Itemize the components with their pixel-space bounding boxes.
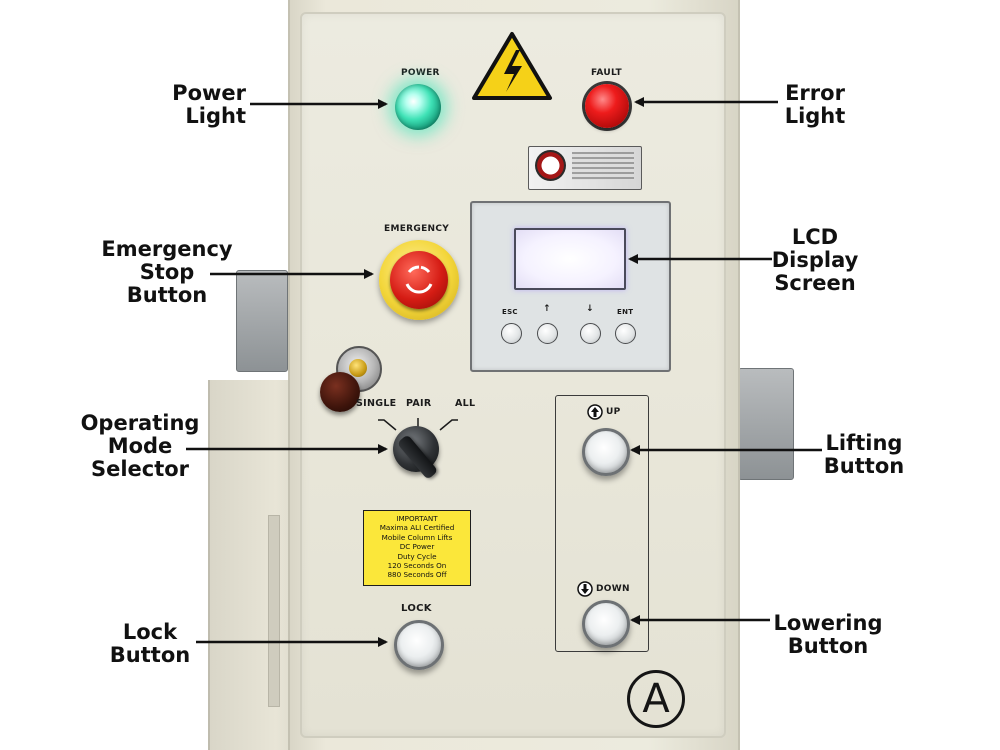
control-panel-door bbox=[300, 12, 726, 738]
label-power-light: Power Light bbox=[172, 81, 246, 128]
lcd-key-label-esc: ESC bbox=[502, 308, 518, 316]
mode-option-all: ALL bbox=[455, 398, 476, 409]
lcd-down-key[interactable] bbox=[580, 323, 601, 344]
lift-control-frame bbox=[555, 395, 649, 652]
lcd-enter-key[interactable] bbox=[615, 323, 636, 344]
lock-label: LOCK bbox=[401, 603, 432, 614]
duty-cycle-placard: IMPORTANT Maxima ALI Certified Mobile Co… bbox=[363, 510, 471, 586]
corner-mark: A bbox=[627, 670, 685, 728]
electrical-hazard-icon bbox=[472, 32, 552, 100]
up-arrow-icon bbox=[587, 404, 603, 420]
right-mount-bracket bbox=[738, 368, 794, 480]
lcd-up-key[interactable] bbox=[537, 323, 558, 344]
mode-option-pair: PAIR bbox=[406, 398, 432, 409]
lock-button[interactable] bbox=[394, 620, 444, 670]
fault-light-label: FAULT bbox=[591, 68, 622, 78]
left-mount-bracket bbox=[236, 270, 288, 372]
down-arrow-icon bbox=[577, 581, 593, 597]
certification-fine-print bbox=[572, 152, 634, 180]
label-error-light: Error Light bbox=[784, 81, 846, 128]
label-emergency-stop: Emergency Stop Button bbox=[101, 237, 233, 307]
lcd-key-label-down: ↓ bbox=[586, 304, 594, 314]
cabinet-hinge bbox=[268, 515, 280, 707]
fault-light bbox=[585, 84, 629, 128]
label-operating-mode: Operating Mode Selector bbox=[80, 411, 200, 481]
certification-seal-icon bbox=[535, 150, 566, 181]
power-light bbox=[395, 84, 441, 130]
lcd-key-label-ent: ENT bbox=[617, 308, 634, 316]
ignition-key[interactable] bbox=[320, 372, 360, 412]
lcd-key-label-up: ↑ bbox=[543, 304, 551, 314]
label-lowering-button: Lowering Button bbox=[773, 611, 883, 658]
rotate-release-icon bbox=[405, 265, 433, 294]
emergency-label: EMERGENCY bbox=[384, 224, 450, 234]
power-light-label: POWER bbox=[401, 68, 440, 78]
placard-line: Maxima ALI Certified bbox=[379, 523, 455, 533]
label-lcd-display: LCD Display Screen bbox=[771, 225, 859, 295]
lowering-button[interactable] bbox=[582, 600, 630, 648]
placard-line: 120 Seconds On bbox=[387, 561, 447, 571]
label-lifting-button: Lifting Button bbox=[823, 431, 905, 478]
placard-line: DC Power bbox=[399, 542, 435, 552]
lifting-button[interactable] bbox=[582, 428, 630, 476]
label-lock-button: Lock Button bbox=[109, 620, 191, 667]
mode-option-single: SINGLE bbox=[356, 398, 397, 409]
lcd-esc-key[interactable] bbox=[501, 323, 522, 344]
up-label: UP bbox=[606, 407, 621, 417]
placard-line: Duty Cycle bbox=[397, 551, 437, 561]
placard-line: IMPORTANT bbox=[396, 514, 438, 523]
down-label: DOWN bbox=[596, 584, 630, 594]
emergency-stop-button[interactable] bbox=[390, 251, 448, 309]
placard-line: 880 Seconds Off bbox=[387, 570, 447, 580]
lcd-display-screen bbox=[514, 228, 626, 290]
placard-line: Mobile Column Lifts bbox=[381, 532, 453, 542]
key-switch-cylinder bbox=[349, 359, 367, 377]
